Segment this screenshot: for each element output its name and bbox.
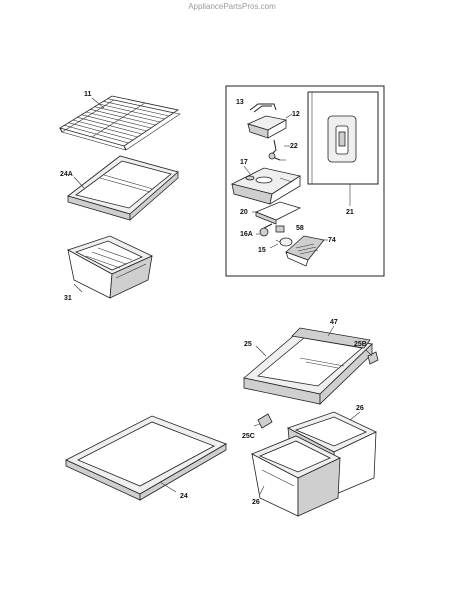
part-label-17: 17 [240,159,248,166]
leader-25 [255,345,267,357]
leader-47 [327,325,335,337]
glass-shelf-24 [65,415,227,501]
leader-17 [243,165,251,175]
part-label-16A: 16A [240,231,253,238]
leader-25C [253,423,261,427]
part-label-47: 47 [330,319,338,326]
control-assembly-box [225,85,385,277]
crisper-drawer-26-front [251,435,341,517]
part-label-22: 22 [290,143,298,150]
part-label-58: 58 [296,225,304,232]
part-label-74: 74 [328,237,336,244]
leader-24A [73,176,85,189]
part-label-25C: 25C [242,433,255,440]
part-label-24A: 24A [60,171,73,178]
leader-31 [73,283,83,293]
light-bulb-15 [275,237,293,247]
leader-26-rear [349,411,361,421]
part-label-25: 25 [244,341,252,348]
part-label-20: 20 [240,209,248,216]
plate-20 [254,201,302,225]
leader-26-front [259,485,265,495]
control-box-17 [230,167,302,205]
leader-12 [285,113,293,119]
sensor-22 [268,139,286,161]
leader-24 [159,481,177,493]
part-label-15: 15 [258,247,266,254]
socket-58 [275,225,285,233]
bracket-13 [249,103,277,113]
bracket-25B [367,351,379,365]
leader-11 [91,97,105,109]
part-label-25B: 25B [354,341,367,348]
leader-25B [365,349,373,357]
part-label-12: 12 [292,111,300,118]
glass-shelf-24A [67,155,179,221]
wire-crossbar [91,102,146,138]
part-label-26-rear: 26 [356,405,364,412]
watermark: AppliancePartsPros.com [188,2,276,11]
part-label-21: 21 [346,209,354,216]
part-label-31: 31 [64,295,72,302]
thermostat-housing-12 [246,115,288,139]
lamp-socket-16A [259,223,273,237]
leader-15 [269,243,279,249]
part-label-24: 24 [180,493,188,500]
bracket-25C [257,413,273,429]
part-label-26-front: 26 [252,499,260,506]
part-label-11: 11 [84,91,92,98]
crisper-drawer-31 [67,235,153,299]
shelf-with-cover-25 [243,327,373,405]
part-label-13: 13 [236,99,244,106]
switch-panel-inset [307,91,379,185]
wire-shelf [59,95,181,151]
